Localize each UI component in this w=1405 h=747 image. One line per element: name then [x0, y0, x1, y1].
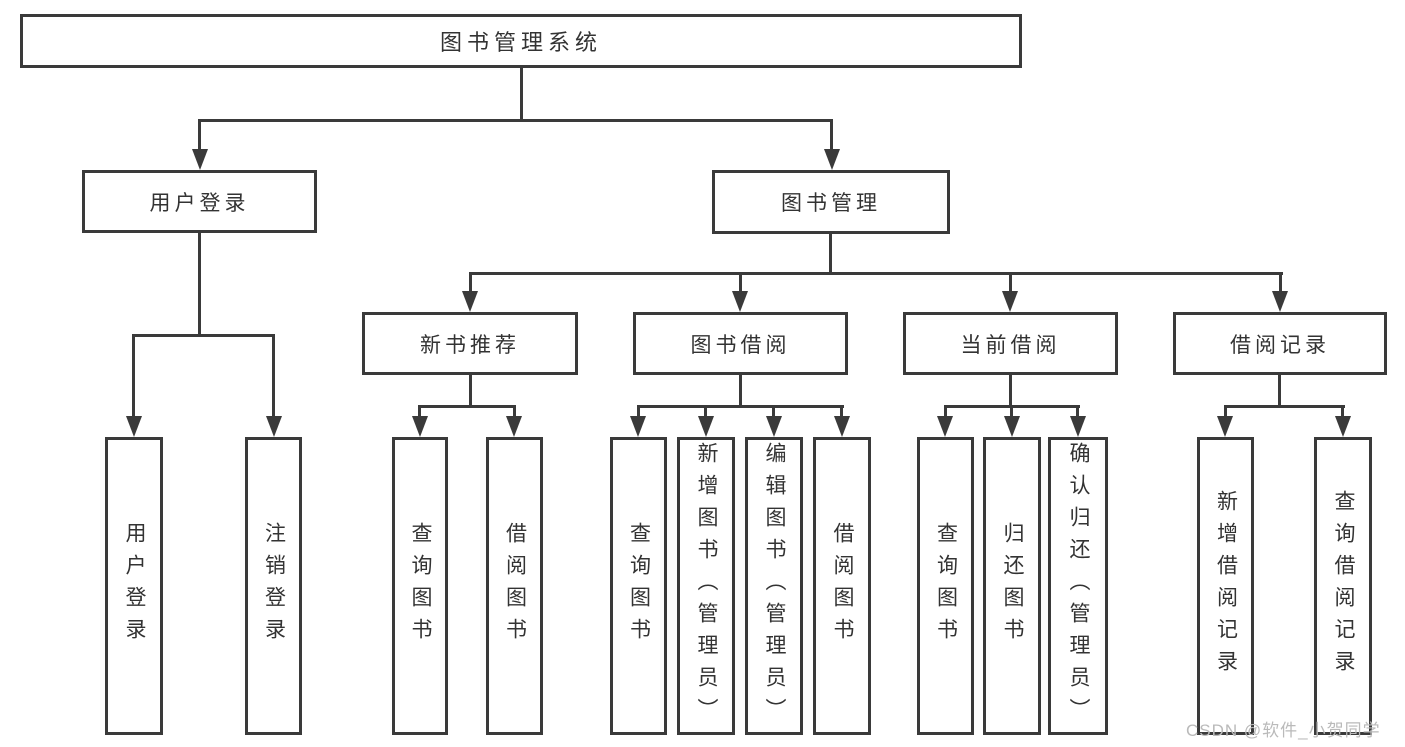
connector-line: [830, 119, 833, 153]
connector-line: [418, 405, 421, 418]
connector-line: [772, 405, 775, 418]
arrowhead-down-icon: [1272, 291, 1288, 312]
connector-line: [944, 405, 947, 418]
leaf-add-book-admin: 新增图书（管理员）: [677, 437, 735, 735]
leaf-query-books-recommend: 查询图书: [392, 437, 448, 735]
node-user-login: 用户登录: [82, 170, 317, 233]
watermark-text: CSDN @软件_小贺同学: [1186, 721, 1381, 740]
connector-line: [198, 119, 833, 122]
node-label: 新书推荐: [420, 333, 520, 357]
connector-line: [469, 272, 472, 294]
connector-line: [829, 234, 832, 275]
connector-line: [1224, 405, 1227, 418]
arrowhead-down-icon: [732, 291, 748, 312]
node-label: 借阅记录: [1230, 333, 1330, 357]
arrowhead-down-icon: [766, 416, 782, 437]
connector-line: [513, 405, 516, 418]
connector-line: [1076, 405, 1079, 418]
connector-line: [198, 233, 201, 336]
leaf-query-books-current: 查询图书: [917, 437, 974, 735]
arrowhead-down-icon: [1002, 291, 1018, 312]
connector-line: [1009, 375, 1012, 407]
arrowhead-down-icon: [698, 416, 714, 437]
arrowhead-down-icon: [192, 149, 208, 170]
connector-line: [739, 375, 742, 407]
node-label: 查询图书: [934, 522, 958, 650]
connector-line: [1009, 272, 1012, 294]
connector-line: [637, 405, 844, 408]
leaf-confirm-return-admin: 确认归还（管理员）: [1048, 437, 1108, 735]
leaf-borrow-books-recommend: 借阅图书: [486, 437, 543, 735]
node-label: 新增图书（管理员）: [695, 442, 718, 730]
connector-line: [469, 375, 472, 407]
node-library-system: 图书管理系统: [20, 14, 1022, 68]
connector-line: [1279, 272, 1282, 294]
arrowhead-down-icon: [824, 149, 840, 170]
node-label: 归还图书: [1001, 522, 1024, 650]
leaf-query-books-borrow: 查询图书: [610, 437, 667, 735]
leaf-add-borrow-record: 新增借阅记录: [1197, 437, 1254, 735]
leaf-user-login: 用户登录: [105, 437, 163, 735]
connector-line: [198, 119, 201, 153]
node-current-borrowing: 当前借阅: [903, 312, 1118, 375]
arrowhead-down-icon: [506, 416, 522, 437]
connector-line: [1341, 405, 1344, 418]
connector-line: [132, 334, 275, 337]
arrowhead-down-icon: [937, 416, 953, 437]
connector-line: [469, 272, 1283, 275]
arrowhead-down-icon: [834, 416, 850, 437]
leaf-return-books: 归还图书: [983, 437, 1041, 735]
node-book-management: 图书管理: [712, 170, 950, 234]
connector-line: [272, 334, 275, 418]
node-label: 图书管理: [781, 192, 881, 215]
node-label: 图书管理系统: [439, 30, 602, 55]
node-label: 借阅图书: [503, 522, 527, 650]
connector-line: [1010, 405, 1013, 418]
connector-line: [132, 334, 135, 418]
arrowhead-down-icon: [462, 291, 478, 312]
leaf-query-borrow-record: 查询借阅记录: [1314, 437, 1372, 735]
node-label: 查询图书: [627, 522, 651, 650]
node-label: 注销登录: [262, 522, 286, 650]
connector-line: [418, 405, 516, 408]
node-label: 当前借阅: [960, 333, 1061, 357]
connector-line: [840, 405, 843, 418]
connector-line: [1224, 405, 1345, 408]
node-label: 用户登录: [123, 522, 146, 650]
node-label: 查询图书: [409, 522, 432, 650]
arrowhead-down-icon: [1004, 416, 1020, 437]
node-label: 用户登录: [149, 191, 250, 215]
arrowhead-down-icon: [1217, 416, 1233, 437]
node-book-borrowing: 图书借阅: [633, 312, 848, 375]
arrowhead-down-icon: [412, 416, 428, 437]
node-label: 图书借阅: [690, 333, 791, 357]
connector-line: [704, 405, 707, 418]
connector-line: [637, 405, 640, 418]
node-label: 借阅图书: [831, 522, 854, 650]
node-label: 新增借阅记录: [1214, 490, 1238, 682]
arrowhead-down-icon: [630, 416, 646, 437]
leaf-borrow-books: 借阅图书: [813, 437, 871, 735]
arrowhead-down-icon: [1070, 416, 1086, 437]
arrowhead-down-icon: [1335, 416, 1351, 437]
node-label: 确认归还（管理员）: [1067, 442, 1090, 730]
connector-line: [739, 272, 742, 294]
node-borrowing-records: 借阅记录: [1173, 312, 1387, 375]
arrowhead-down-icon: [126, 416, 142, 437]
node-label: 编辑图书（管理员）: [763, 442, 786, 730]
arrowhead-down-icon: [266, 416, 282, 437]
leaf-logout: 注销登录: [245, 437, 302, 735]
leaf-edit-book-admin: 编辑图书（管理员）: [745, 437, 803, 735]
node-label: 查询借阅记录: [1332, 490, 1355, 682]
connector-line: [520, 68, 523, 121]
connector-line: [1278, 375, 1281, 407]
node-new-book-recommend: 新书推荐: [362, 312, 578, 375]
